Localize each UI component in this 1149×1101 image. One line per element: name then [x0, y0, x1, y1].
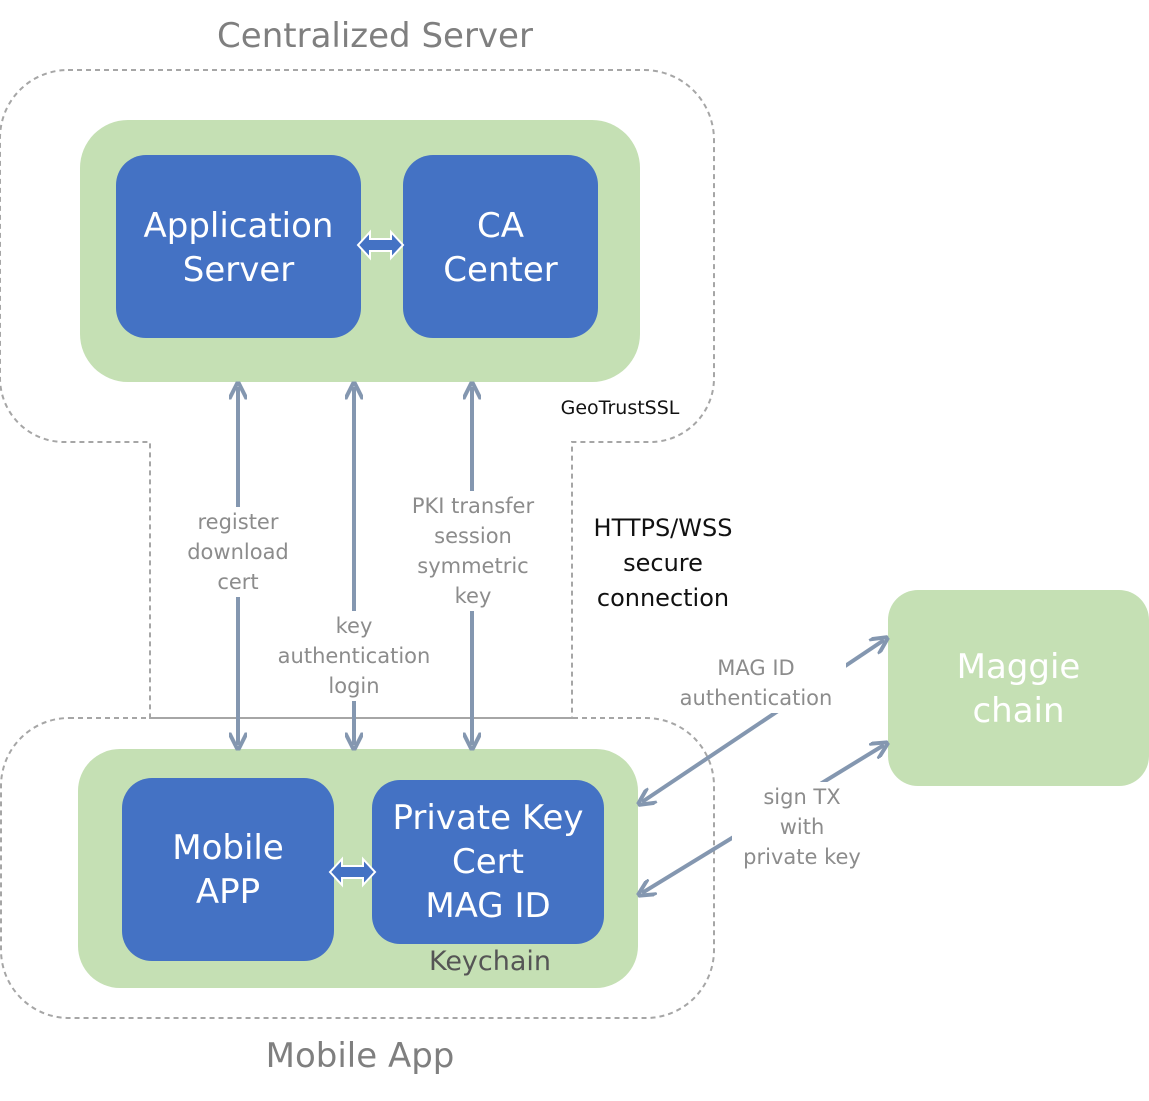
mobile-key-double-arrow: [328, 856, 377, 888]
mobile-app-node: [122, 778, 334, 961]
server-boundary: [0, 69, 715, 719]
application-server-label: Application Server: [143, 206, 334, 290]
ca-center-node: [403, 155, 598, 338]
keychain-label: Keychain: [428, 946, 552, 977]
sign-tx-edge-label: sign TX with private key: [732, 782, 872, 872]
mag-id-auth-edge-label: MAG ID authentication: [666, 653, 846, 713]
private-key-node: [372, 780, 604, 944]
key-auth-edge-label: key authentication login: [262, 611, 446, 701]
mobile-app-label: Mobile APP: [172, 828, 284, 912]
maggie-chain-label: Maggie chain: [956, 647, 1081, 731]
app-ca-double-arrow: [356, 229, 405, 261]
secure-connection-note: HTTPS/WSS secure connection: [593, 514, 733, 612]
maggie-chain-node: [888, 590, 1149, 786]
mobile-group-title: Mobile App: [265, 1036, 455, 1076]
private-key-label: Private Key Cert MAG ID: [392, 798, 584, 926]
pki-edge-label: PKI transfer session symmetric key: [398, 491, 548, 611]
application-server-node: [116, 155, 361, 338]
server-group-title: Centralized Server: [217, 16, 533, 56]
register-edge-label: register download cert: [176, 507, 300, 597]
geotrust-ssl-label: GeoTrustSSL: [560, 397, 680, 419]
ca-center-label: CA Center: [443, 206, 558, 290]
